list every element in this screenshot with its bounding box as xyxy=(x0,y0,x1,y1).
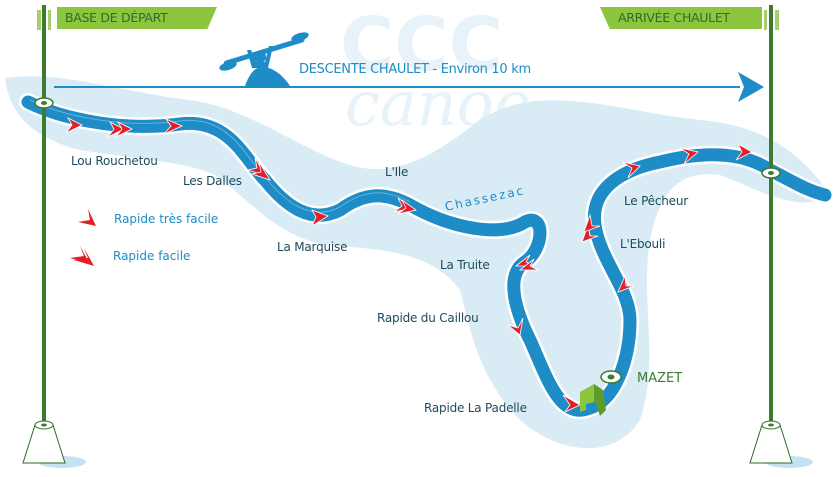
place-label-les-dalles: Les Dalles xyxy=(183,174,242,188)
route-title: DESCENTE CHAULET - Environ 10 km xyxy=(299,62,531,77)
rapid-icon xyxy=(735,142,753,161)
rapid-icon xyxy=(397,199,417,215)
rapid-icon xyxy=(583,213,601,233)
ccc-canoe-watermark: CCC canoe xyxy=(340,2,531,140)
bridge-icon xyxy=(580,384,606,416)
route-arrow-icon xyxy=(738,72,764,102)
rapid-icon xyxy=(65,117,83,134)
place-label-l-ebouli: L'Ebouli xyxy=(620,237,666,251)
rapid-icon xyxy=(617,274,635,293)
kayaker-icon xyxy=(219,32,309,86)
place-label-rapide-la-padelle: Rapide La Padelle xyxy=(424,401,527,415)
rapid-icon xyxy=(311,209,329,228)
place-label-lou-rouchetou: Lou Rouchetou xyxy=(71,154,158,168)
legend-symbols xyxy=(70,209,96,266)
rapid-icon xyxy=(107,121,125,138)
place-label-le-pecheur: Le Pêcheur xyxy=(624,194,688,208)
rapid-icon xyxy=(250,161,271,181)
rapids xyxy=(65,117,753,414)
place-label-l-ile: L'Ile xyxy=(385,165,409,179)
rapid-icon xyxy=(115,121,133,138)
rapid-icon xyxy=(679,147,699,165)
rapid-icon xyxy=(507,317,524,336)
rapid-icon xyxy=(514,254,535,267)
legend-label-easy: Rapide facile xyxy=(113,249,191,263)
rapid-icon xyxy=(621,161,641,179)
start-pole xyxy=(22,5,86,468)
end-sign: ARRIVÉE CHAULET xyxy=(600,7,762,29)
rapid-very-easy-icon xyxy=(78,209,96,226)
mazet-landmark xyxy=(600,370,622,384)
place-label-la-truite: La Truite xyxy=(440,258,490,272)
end-pole xyxy=(749,5,813,468)
rapid-icon xyxy=(581,223,599,243)
rapid-icon xyxy=(518,258,539,271)
mazet-label: MAZET xyxy=(637,371,683,386)
svg-text:CCC: CCC xyxy=(340,2,503,88)
legend-label-very-easy: Rapide très facile xyxy=(114,212,219,226)
place-label-la-marquise: La Marquise xyxy=(277,240,348,254)
start-sign: BASE DE DÉPART xyxy=(57,7,217,29)
rapid-icon xyxy=(163,118,183,135)
rapid-icon xyxy=(562,394,581,414)
rapid-easy-icon xyxy=(74,248,94,266)
place-label-rapide-du-caillou: Rapide du Caillou xyxy=(377,311,479,325)
